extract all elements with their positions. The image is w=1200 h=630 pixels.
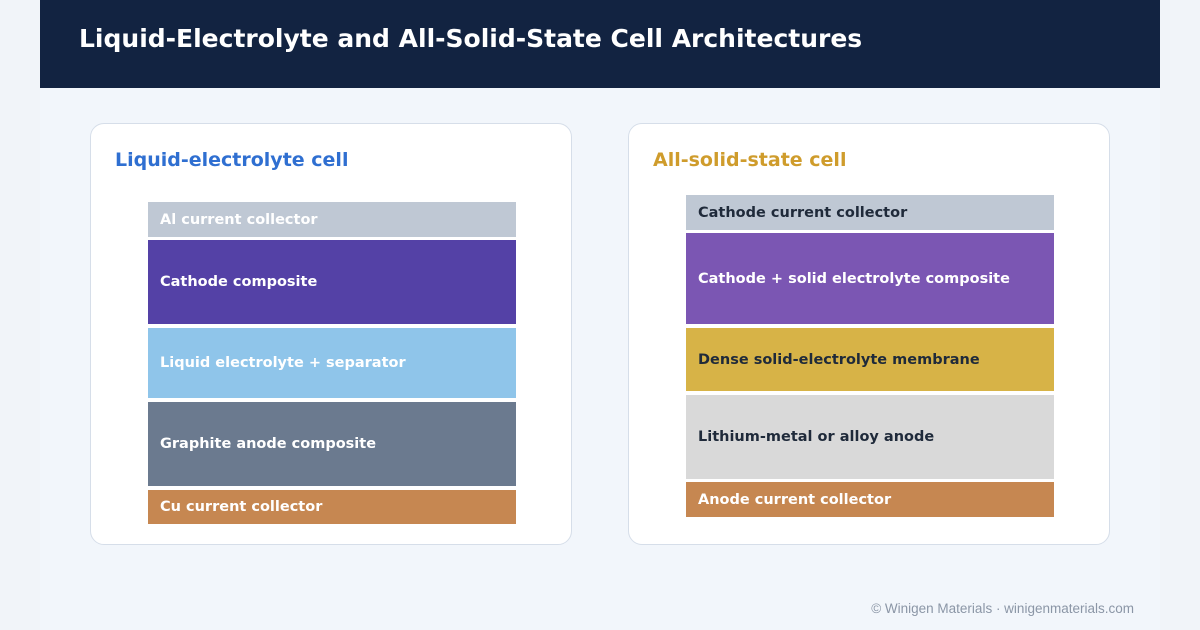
layer-label: Graphite anode composite: [160, 436, 377, 452]
layer-label: Liquid electrolyte + separator: [160, 355, 406, 371]
page-title: Liquid-Electrolyte and All-Solid-State C…: [79, 24, 863, 53]
liquid-electrolyte-card: Liquid-electrolyte cell Al current colle…: [90, 123, 572, 545]
layer-label: Cathode current collector: [698, 204, 908, 221]
layer-label: Cathode + solid electrolyte composite: [698, 270, 1010, 287]
liquid-electrolyte-card-title: Liquid-electrolyte cell: [115, 149, 349, 171]
layer-cathode-composite: Cathode composite: [148, 240, 516, 324]
layer-label: Al current collector: [160, 211, 318, 228]
layer-graphite-anode-composite: Graphite anode composite: [148, 402, 516, 486]
layer-cu-current-collector: Cu current collector: [148, 490, 516, 524]
layer-lithium-metal-alloy-anode: Lithium-metal or alloy anode: [686, 395, 1054, 479]
layer-label: Cathode composite: [160, 274, 318, 290]
all-solid-state-card: All-solid-state cell Cathode current col…: [628, 123, 1110, 545]
layer-cathode-solid-electrolyte-composite: Cathode + solid electrolyte composite: [686, 233, 1054, 324]
layer-label: Lithium-metal or alloy anode: [698, 429, 935, 445]
layer-anode-current-collector: Anode current collector: [686, 482, 1054, 517]
layer-cathode-current-collector: Cathode current collector: [686, 195, 1054, 230]
layer-dense-solid-electrolyte-membrane: Dense solid-electrolyte membrane: [686, 328, 1054, 391]
layer-al-current-collector: Al current collector: [148, 202, 516, 237]
footer-credit: © Winigen Materials · winigenmaterials.c…: [871, 601, 1134, 616]
header-bar: Liquid-Electrolyte and All-Solid-State C…: [40, 0, 1160, 88]
layer-liquid-electrolyte-separator: Liquid electrolyte + separator: [148, 328, 516, 398]
all-solid-state-card-title: All-solid-state cell: [653, 149, 847, 171]
layer-label: Cu current collector: [160, 499, 323, 515]
layer-label: Dense solid-electrolyte membrane: [698, 351, 980, 368]
layer-label: Anode current collector: [698, 491, 892, 508]
